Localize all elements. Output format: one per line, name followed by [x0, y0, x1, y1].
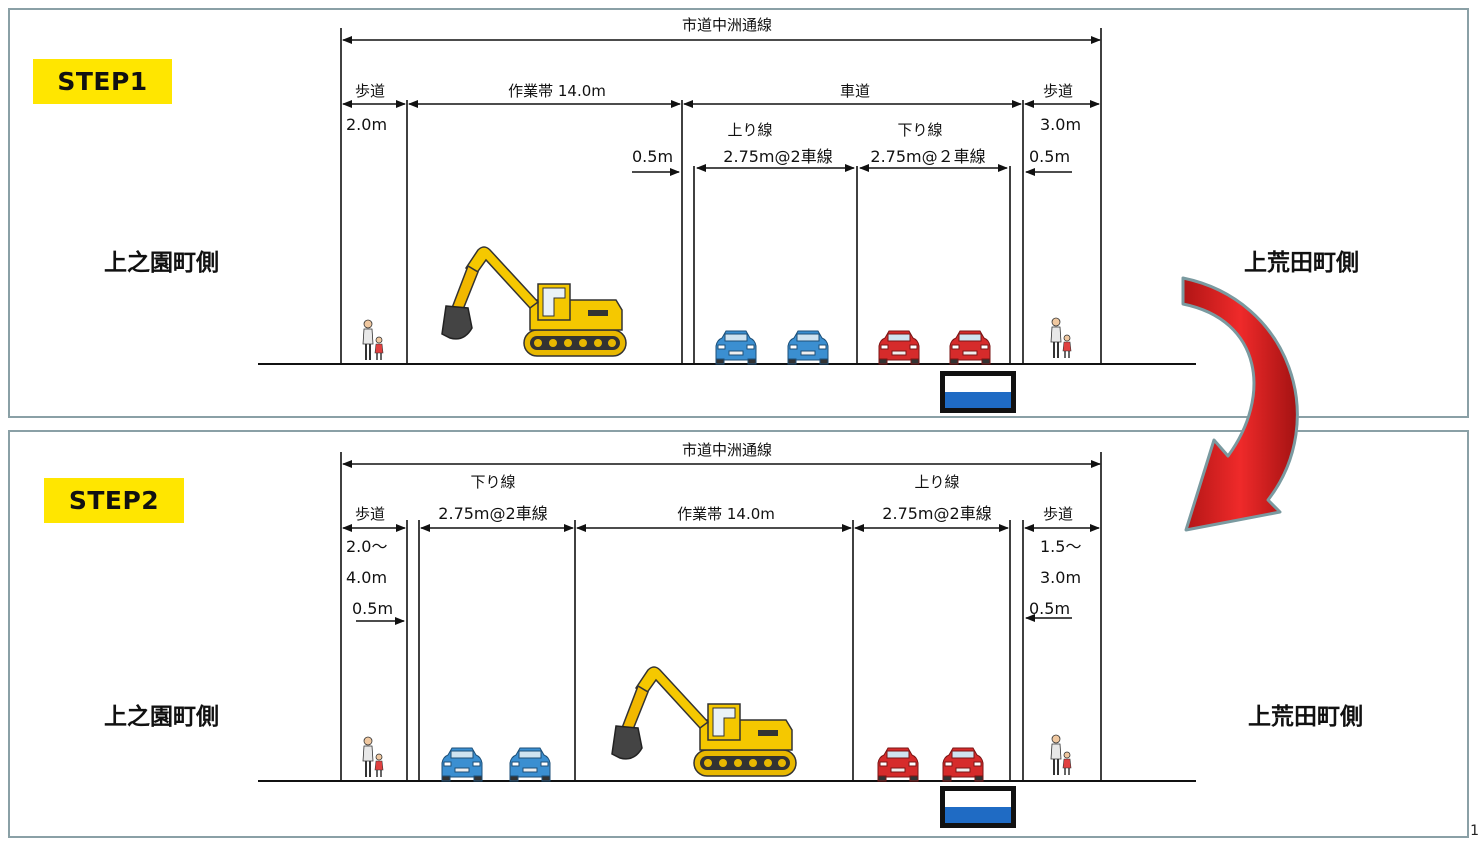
pedestrian-icon — [1050, 734, 1072, 776]
step2-left-side-label: 上之園町側 — [104, 704, 219, 730]
step2-panel — [8, 430, 1469, 838]
step1-gap-right: 0.5m — [1029, 147, 1070, 166]
step2-lane-up-label: 上り線 — [914, 473, 959, 491]
pedestrian-icon — [1050, 317, 1072, 359]
step2-sidewalk-right-width-b: 3.0m — [1040, 568, 1081, 587]
step1-gap-left: 0.5m — [632, 147, 673, 166]
step2-diagram: 市道中洲通線 下り線 上り線 歩道 2.75m@2車線 作業帯 14.0m 2.… — [258, 441, 1196, 828]
step2-gap-right: 0.5m — [1029, 599, 1070, 618]
car-icon — [715, 330, 757, 365]
curved-arrow-icon — [1181, 276, 1299, 532]
step2-sidewalk-left-label: 歩道 — [355, 505, 385, 523]
step1-boundary-lines — [340, 28, 1102, 364]
step1-left-side-label: 上之園町側 — [104, 250, 219, 276]
step1-sidewalk-left-width: 2.0m — [346, 115, 387, 134]
pedestrian-icon — [362, 736, 384, 778]
sign-icon — [940, 371, 1016, 413]
car-icon — [878, 330, 920, 365]
car-icon — [942, 747, 984, 782]
step1-lane-down-width: 2.75m@２車線 — [870, 147, 985, 166]
sign-icon — [940, 786, 1016, 828]
step2-sidewalk-right-label: 歩道 — [1043, 505, 1073, 523]
step1-lane-up-width: 2.75m@2車線 — [723, 147, 832, 166]
excavator-icon — [611, 666, 797, 777]
step2-boundary-lines — [340, 452, 1102, 781]
step2-work-zone-label: 作業帯 14.0m — [677, 505, 775, 523]
car-icon — [877, 747, 919, 782]
car-icon — [441, 747, 483, 782]
step2-sidewalk-left-width-b: 4.0m — [346, 568, 387, 587]
step1-sidewalk-right-label: 歩道 — [1043, 82, 1073, 100]
step1-lane-down-label: 下り線 — [897, 121, 942, 139]
car-icon — [787, 330, 829, 365]
step1-lane-up-label: 上り線 — [727, 121, 772, 139]
step1-work-zone-label: 作業帯 14.0m — [508, 82, 606, 100]
step2-badge: STEP2 — [44, 478, 184, 523]
step2-gap-left: 0.5m — [352, 599, 393, 618]
step2-sidewalk-left-width-a: 2.0～ — [346, 537, 387, 556]
step2-right-side-label: 上荒田町側 — [1248, 704, 1363, 730]
step1-road-name: 市道中洲通線 — [682, 16, 772, 34]
step1-badge: STEP1 — [33, 59, 172, 104]
step2-sidewalk-right-width-a: 1.5～ — [1040, 537, 1081, 556]
step1-sidewalk-left-label: 歩道 — [355, 82, 385, 100]
page-number: 1 — [1470, 823, 1479, 839]
step1-sidewalk-right-width: 3.0m — [1040, 115, 1081, 134]
step2-lane-up-width: 2.75m@2車線 — [882, 504, 991, 523]
step2-lane-down-width: 2.75m@2車線 — [438, 504, 547, 523]
car-icon — [509, 747, 551, 782]
step1-diagram: 市道中洲通線 歩道 作業帯 14.0m 車道 歩道 2.0m 3.0m 上り線 … — [258, 16, 1196, 413]
step2-lane-down-label: 下り線 — [470, 473, 515, 491]
car-icon — [949, 330, 991, 365]
pedestrian-icon — [362, 319, 384, 361]
step2-road-name: 市道中洲通線 — [682, 441, 772, 459]
step1-carriageway-label: 車道 — [840, 82, 870, 100]
step1-right-side-label: 上荒田町側 — [1244, 250, 1359, 276]
excavator-icon — [441, 246, 627, 357]
